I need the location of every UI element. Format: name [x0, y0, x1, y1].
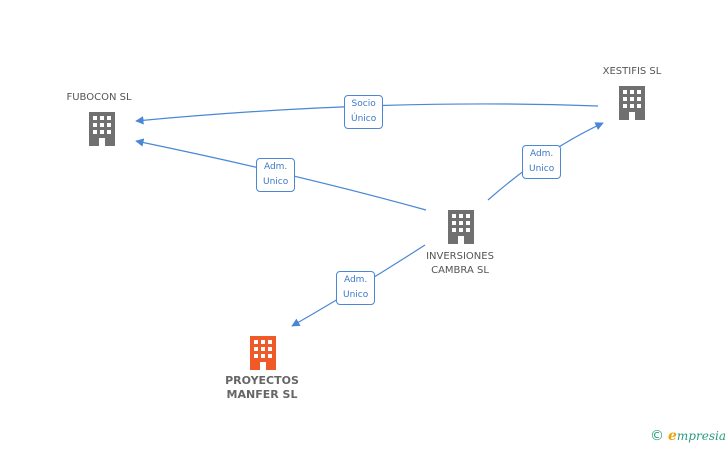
edge-label-line: Unico — [529, 164, 555, 174]
edge-label-line: Adm. — [263, 162, 288, 172]
edge-label-line: Unico — [343, 290, 369, 300]
edge-label-adm-unico: Adm. Unico — [336, 271, 376, 305]
node-label-proyectos[interactable]: PROYECTOS MANFER SL — [210, 374, 314, 402]
edge-label-socio-unico: Socio Único — [344, 95, 384, 129]
brand-name: mpresia — [676, 429, 726, 443]
empresia-logo[interactable]: ©empresia — [650, 428, 726, 444]
edge-label-line: Unico — [263, 177, 289, 187]
node-label-line: PROYECTOS — [225, 374, 299, 387]
node-label-line: MANFER SL — [226, 388, 298, 401]
brand-e: e — [668, 428, 677, 444]
building-icon[interactable] — [86, 112, 118, 146]
node-label-line: CAMBRA SL — [431, 265, 489, 276]
node-label-inversiones[interactable]: INVERSIONES CAMBRA SL — [410, 250, 510, 278]
building-icon[interactable] — [616, 86, 648, 120]
node-label-xestifis[interactable]: XESTIFIS SL — [602, 66, 662, 77]
edge-label-line: Único — [351, 114, 377, 124]
edge-label-adm-unico: Adm. Unico — [522, 145, 562, 179]
edge-label-line: Adm. — [529, 149, 554, 159]
copyright-icon: © — [650, 428, 664, 444]
building-icon-highlighted[interactable] — [247, 336, 279, 370]
node-label-fubocon[interactable]: FUBOCON SL — [66, 92, 132, 103]
building-icon[interactable] — [445, 210, 477, 244]
node-label-line: INVERSIONES — [426, 251, 494, 262]
edge-label-line: Adm. — [343, 275, 368, 285]
edge-label-line: Socio — [351, 99, 376, 109]
edge-label-adm-unico: Adm. Unico — [256, 158, 296, 192]
